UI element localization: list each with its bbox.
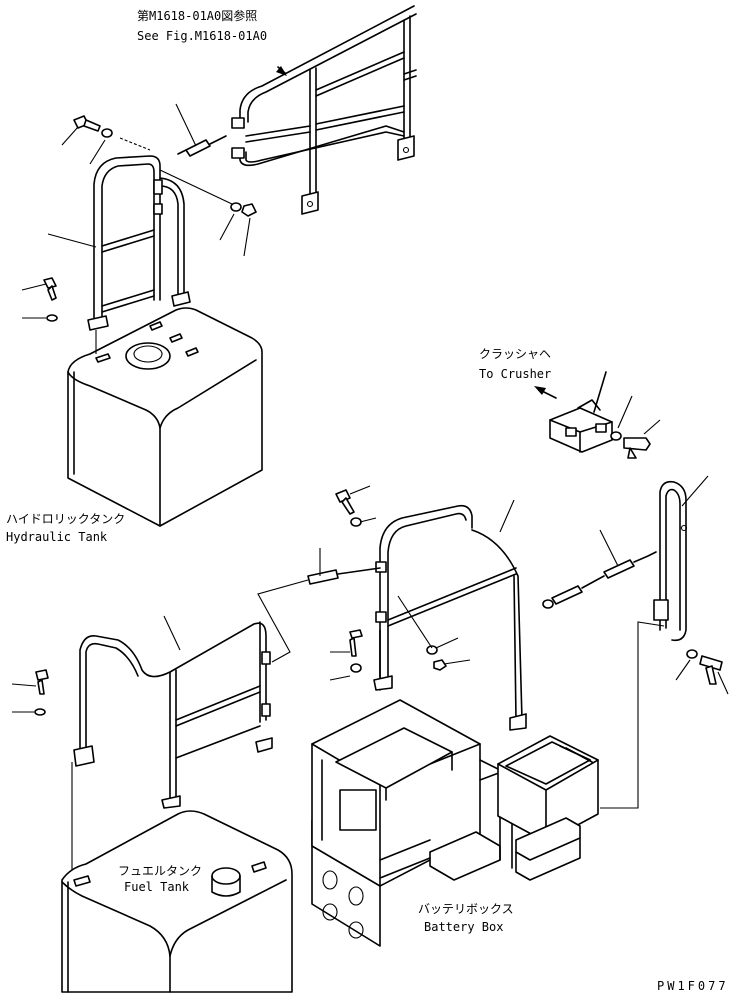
battery-box-label-en: Battery Box — [424, 920, 503, 934]
bolt-upper-left — [61, 115, 113, 165]
hydraulic-tank-label-en: Hydraulic Tank — [6, 530, 108, 544]
reference-label-en: See Fig.M1618-01A0 — [137, 29, 267, 43]
leader-line — [617, 395, 633, 429]
washer-crusher — [610, 431, 622, 441]
crusher-label-jp: クラッシャヘ — [479, 347, 551, 361]
upper-handrail-assembly — [231, 5, 417, 215]
crusher-arrowhead — [534, 386, 546, 395]
link-pin-middle — [307, 548, 381, 585]
washer-upper — [230, 202, 242, 212]
assembly-line — [600, 621, 665, 809]
leader-line — [675, 659, 691, 681]
center-handrail — [373, 499, 527, 731]
bolt-center-lower — [329, 629, 363, 681]
crusher-bracket — [549, 371, 613, 453]
bolt-right — [699, 655, 723, 685]
bolt-center — [335, 485, 377, 527]
fuel-tank-label-jp: フュエルタンク — [118, 864, 202, 878]
crusher-label-en: To Crusher — [479, 367, 551, 381]
hydraulic-tank-label-jp: ハイドロリックタンク — [6, 512, 125, 526]
washer-center — [426, 645, 438, 655]
assembly-line — [257, 579, 309, 663]
fuel-tank-handrail — [73, 615, 273, 809]
washer-right — [686, 649, 698, 659]
drawing-code: PW1F077 — [657, 979, 729, 993]
bolt-crusher — [623, 437, 651, 459]
leader-line — [219, 213, 235, 241]
assembly-line — [119, 137, 151, 151]
reference-arrowhead — [276, 66, 287, 76]
battery-unit — [497, 735, 599, 881]
battery-box-label-jp: バッテリボックス — [418, 902, 514, 916]
fuel-tank — [61, 810, 293, 993]
leader-line — [243, 217, 251, 257]
fuel-tank-label-en: Fuel Tank — [124, 880, 190, 894]
assembly-line — [159, 169, 233, 205]
nut-center — [433, 659, 447, 671]
hydraulic-tank-handrail — [47, 155, 191, 331]
right-handrail — [653, 475, 709, 642]
hydraulic-tank — [67, 307, 263, 527]
link-pin-right — [542, 529, 657, 609]
leader-line — [643, 419, 661, 435]
leader-line — [443, 659, 471, 665]
link-pin-upper — [175, 103, 227, 157]
nut-upper — [241, 203, 257, 217]
bolt-left-hydraulic — [21, 277, 58, 322]
bolt-left-fuel — [11, 669, 49, 716]
reference-label-jp: 第M1618-01A0図参照 — [137, 8, 257, 23]
leader-line — [435, 637, 459, 649]
assembly-line — [397, 595, 433, 649]
leader-line — [717, 671, 729, 695]
battery-box-frame — [311, 699, 513, 947]
